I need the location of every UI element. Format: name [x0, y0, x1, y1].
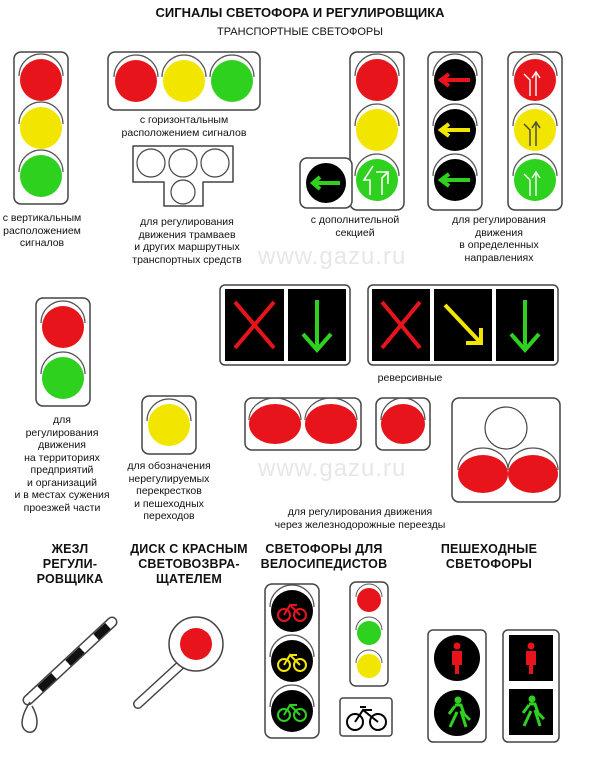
caption-additional: с дополнительной секцией [310, 214, 400, 239]
caption-vertical: с вертикальным расположением сигналов [2, 212, 82, 249]
railway-traffic-light-single [375, 397, 431, 451]
caption-territories: для регулирования движения на территория… [14, 414, 110, 514]
heading-bicycle: СВЕТОФОРЫ ДЛЯ ВЕЛОСИПЕДИСТОВ [260, 542, 388, 571]
tram-traffic-light [132, 145, 234, 207]
bicycle-traffic-light-tall [264, 583, 320, 739]
caption-unregulated: для обозначения нерегулируемых перекрест… [127, 460, 211, 522]
traffic-baton [21, 616, 118, 733]
page-title: СИГНАЛЫ СВЕТОФОРА И РЕГУЛИРОВЩИКА [155, 5, 445, 20]
territory-traffic-light [35, 297, 91, 407]
watermark: www.gazu.ru [258, 243, 407, 270]
heading-baton: ЖЕЗЛ РЕГУЛИ- РОВЩИКА [36, 542, 104, 586]
reversible-traffic-light-large [367, 284, 559, 366]
railway-traffic-light-white [451, 397, 561, 503]
caption-reversible: реверсивные [377, 372, 443, 384]
railway-traffic-light-double [244, 397, 362, 451]
bicycle-traffic-light-small [339, 581, 393, 737]
pedestrian-traffic-light-round [427, 629, 487, 743]
reversible-traffic-light-small [219, 284, 351, 366]
flashing-yellow-traffic-light [141, 395, 197, 455]
direction-traffic-light [507, 51, 563, 211]
arrow-traffic-light [427, 51, 483, 211]
pedestrian-traffic-light-square [502, 629, 560, 743]
signal-disk [133, 616, 224, 709]
watermark: www.gazu.ru [258, 455, 407, 482]
caption-tram: для регулирования движения трамваев и др… [132, 216, 242, 266]
caption-horizontal: с горизонтальным расположением сигналов [121, 114, 247, 139]
caption-directions: для регулирования движения в определенны… [452, 214, 546, 264]
traffic-light-additional-section [299, 51, 405, 211]
heading-pedestrian: ПЕШЕХОДНЫЕ СВЕТОФОРЫ [440, 542, 538, 571]
horizontal-traffic-light [107, 51, 261, 111]
caption-railway: для регулирования движения через железно… [274, 506, 446, 531]
heading-disk: ДИСК С КРАСНЫМ СВЕТОВОЗВРА- ЩАТЕЛЕМ [130, 542, 248, 586]
vertical-traffic-light [13, 51, 69, 205]
page-subtitle: ТРАНСПОРТНЫЕ СВЕТОФОРЫ [216, 26, 384, 38]
